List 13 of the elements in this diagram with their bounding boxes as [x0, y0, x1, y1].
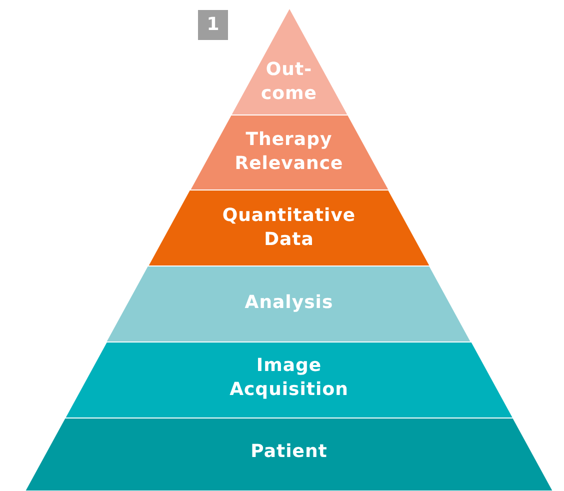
pyramid-layer [148, 190, 430, 266]
pyramid-layer [25, 418, 553, 491]
layer-label: Therapy Relevance [234, 128, 344, 176]
layer-label: Analysis [244, 291, 334, 315]
layer-label: Patient [250, 440, 328, 464]
step-number: 1 [198, 10, 228, 40]
layer-label: Image Acquisition [228, 354, 350, 402]
pyramid-layer [230, 8, 348, 115]
pyramid-layer [190, 115, 388, 190]
pyramid-layer [106, 266, 472, 342]
layer-label: Out- come [260, 58, 318, 106]
pyramid-layer [64, 342, 514, 418]
layer-label: Quantitative Data [221, 204, 357, 252]
